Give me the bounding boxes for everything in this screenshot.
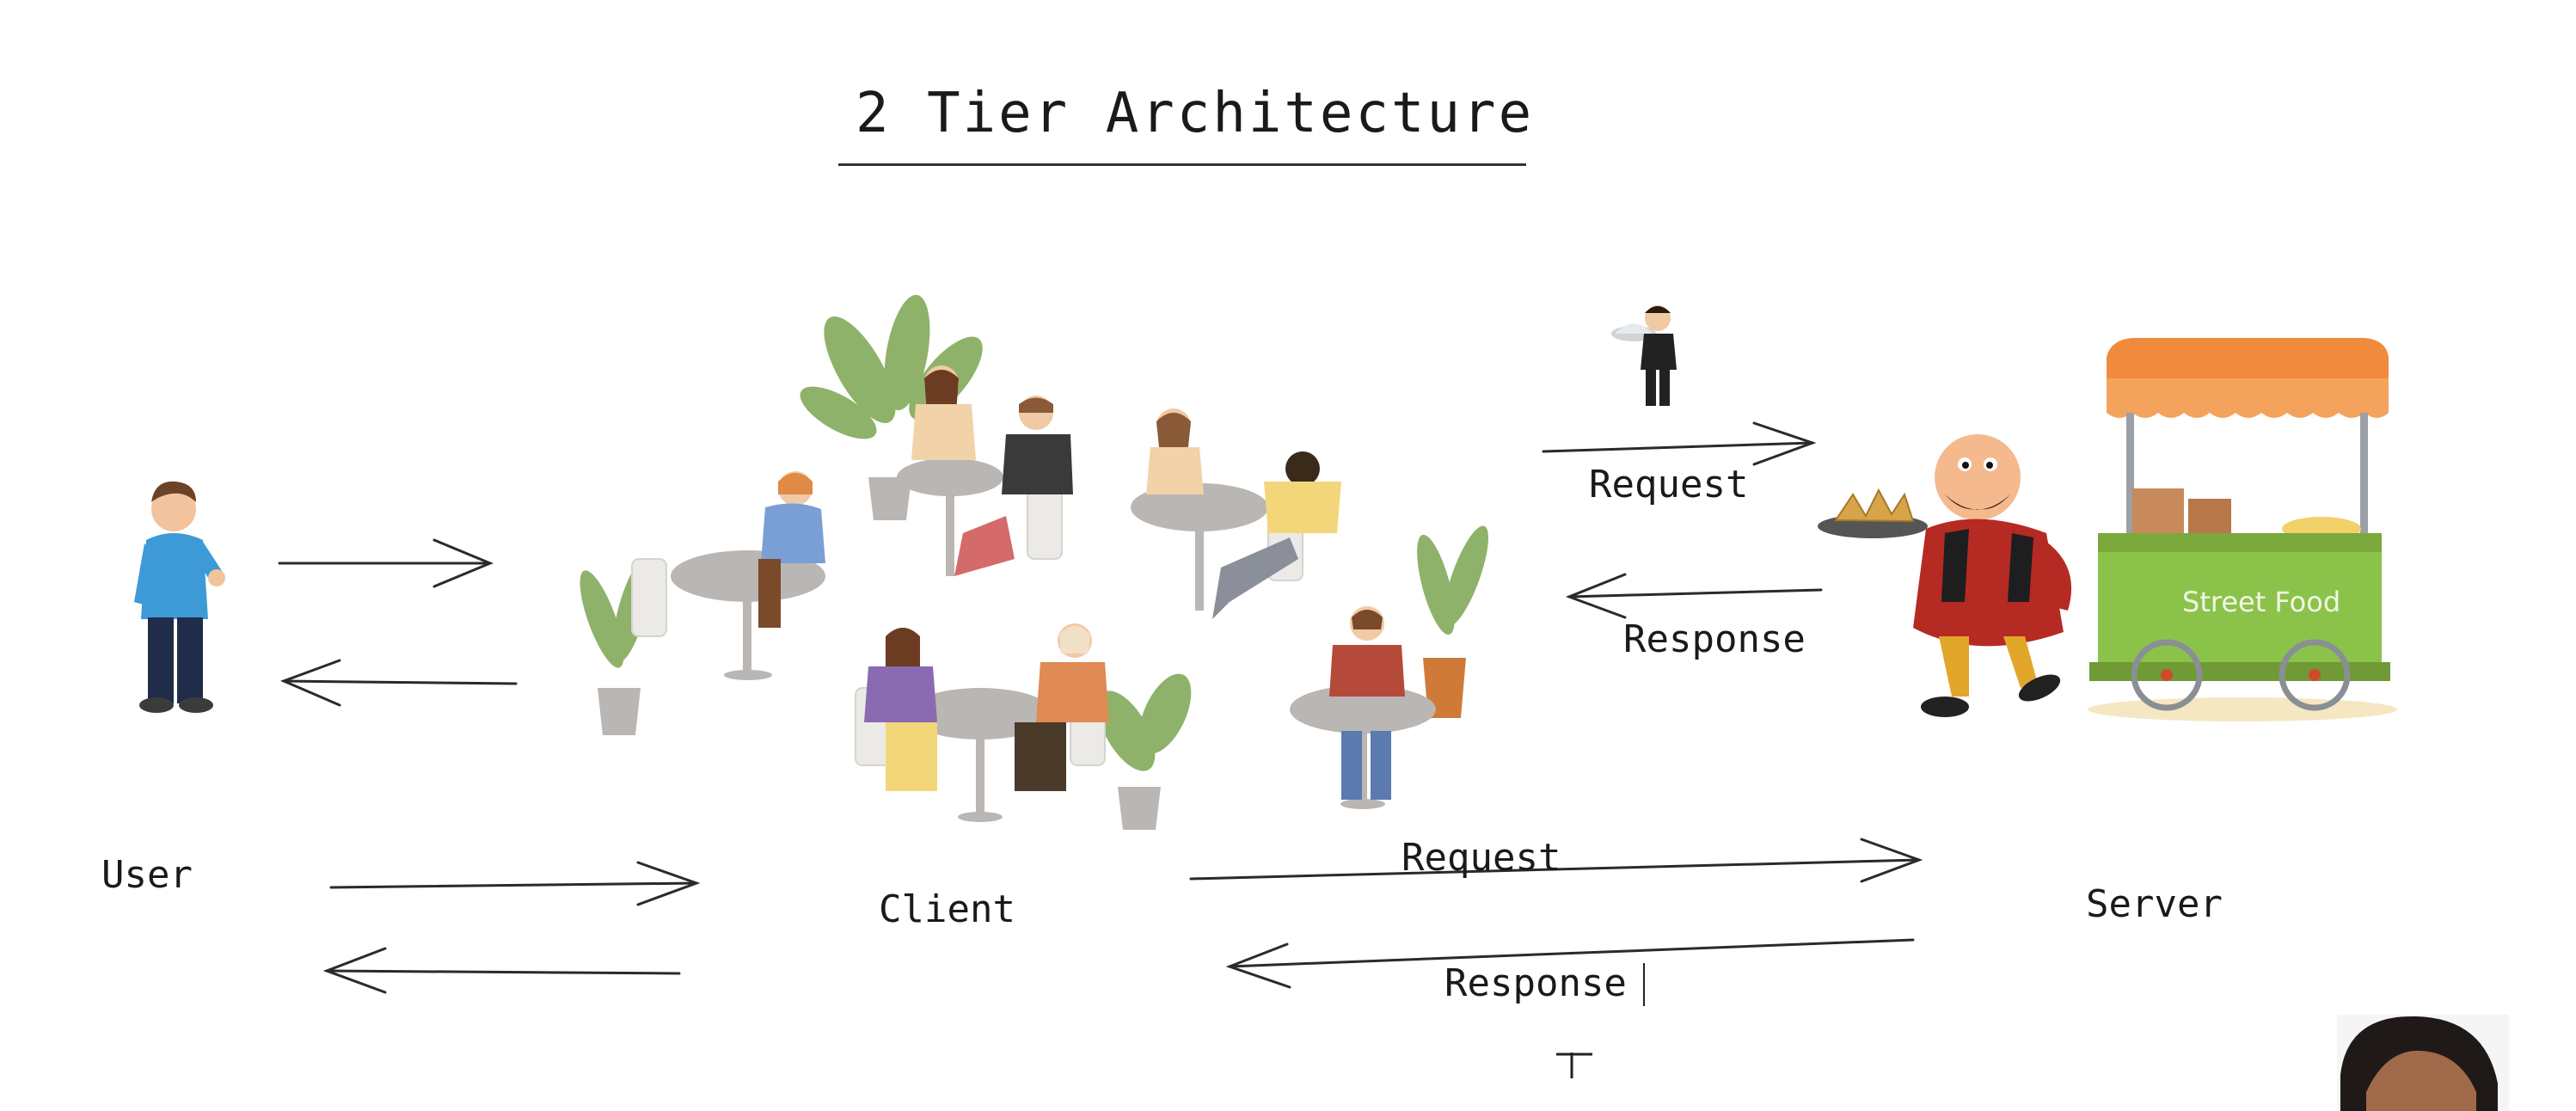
arrow-client-to-user-top xyxy=(279,659,518,707)
food-cart-icon xyxy=(2088,338,2397,721)
text-cursor xyxy=(1643,963,1645,1006)
arrow-user-to-client-bottom xyxy=(329,861,701,906)
arrow-response-top xyxy=(1565,573,1823,619)
page-title: 2 Tier Architecture xyxy=(856,82,1535,145)
user-label: User xyxy=(101,853,193,897)
title-underline xyxy=(838,163,1526,166)
cook-character-icon xyxy=(1818,434,2072,717)
user-figure-icon xyxy=(134,481,225,713)
request-label-top: Request xyxy=(1589,463,1749,506)
arrow-request-top xyxy=(1542,421,1817,466)
arrow-response-bottom xyxy=(1225,938,1915,989)
waiter-icon xyxy=(1611,305,1677,406)
client-label: Client xyxy=(879,887,1015,931)
cafe-tables-icon xyxy=(580,294,1488,830)
arrow-request-bottom xyxy=(1189,838,1923,883)
street-food-sign: Street Food xyxy=(2182,586,2341,618)
response-label-top: Response xyxy=(1623,617,1806,661)
request-label-bottom: Request xyxy=(1401,836,1561,880)
arrow-client-to-user-bottom xyxy=(322,947,681,994)
server-label: Server xyxy=(2086,882,2223,926)
presenter-webcam-icon xyxy=(2337,1015,2509,1111)
response-label-bottom: Response xyxy=(1444,961,1627,1005)
arrow-user-to-client-top xyxy=(278,538,494,588)
crosshair-cursor-icon xyxy=(1556,1053,1592,1078)
